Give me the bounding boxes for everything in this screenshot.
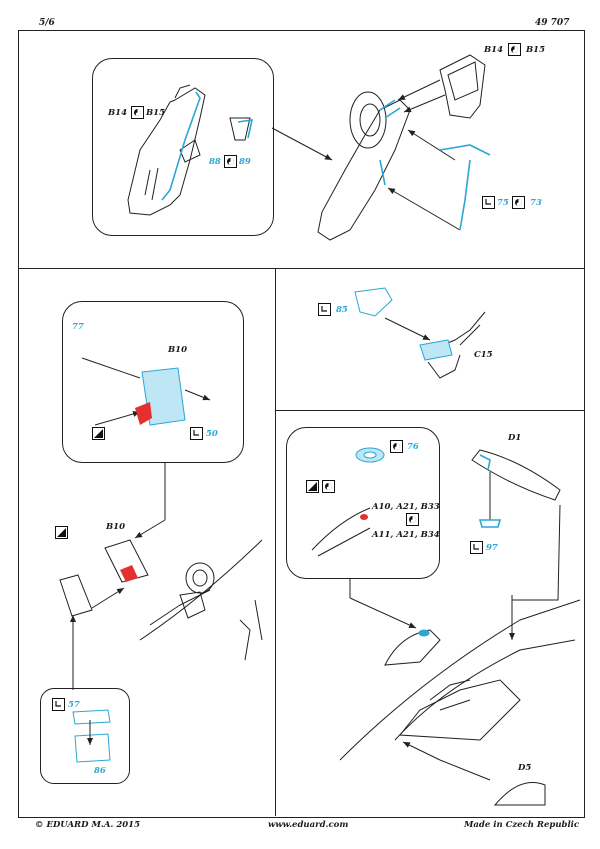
bend-icon bbox=[470, 541, 483, 554]
ref-b14: B14 bbox=[484, 45, 504, 55]
flip-side-icon bbox=[390, 440, 403, 453]
ref-b10: B10 bbox=[106, 522, 126, 532]
ref-b15: B15 bbox=[526, 45, 546, 55]
divider-vertical bbox=[275, 268, 276, 816]
inset-gear-detail bbox=[92, 58, 274, 236]
ref-a10-line: A10, A21, B33 bbox=[372, 502, 440, 512]
part-77: 77 bbox=[72, 322, 84, 332]
divider-horizontal bbox=[18, 268, 584, 269]
flip-side-icon bbox=[224, 155, 237, 168]
page-number: 5/6 bbox=[39, 18, 55, 28]
kit-code: 49 707 bbox=[535, 18, 570, 28]
part-75: 75 bbox=[497, 198, 509, 208]
part-76: 76 bbox=[407, 442, 419, 452]
instruction-frame bbox=[18, 30, 585, 818]
bend-icon bbox=[52, 698, 65, 711]
ref-d1: D1 bbox=[508, 433, 522, 443]
inset-door-detail bbox=[62, 301, 244, 463]
ref-c15: C15 bbox=[474, 350, 493, 360]
copyright: © EDUARD M.A. 2015 bbox=[35, 820, 140, 830]
flip-side-icon bbox=[406, 513, 419, 526]
paint-icon bbox=[92, 427, 105, 440]
ref-d5: D5 bbox=[518, 763, 532, 773]
part-88: 88 bbox=[209, 157, 221, 167]
part-86: 86 bbox=[94, 766, 106, 776]
flip-side-icon bbox=[322, 480, 335, 493]
paint-icon bbox=[55, 526, 68, 539]
part-85: 85 bbox=[336, 305, 348, 315]
bend-icon bbox=[482, 196, 495, 209]
inset-lens-detail bbox=[286, 427, 440, 579]
ref-b14-inset: B14 bbox=[108, 108, 128, 118]
inset-part-57 bbox=[40, 688, 130, 784]
divider-right bbox=[275, 410, 584, 411]
part-97: 97 bbox=[486, 543, 498, 553]
part-50: 50 bbox=[206, 429, 218, 439]
flip-side-icon bbox=[512, 196, 525, 209]
flip-side-icon bbox=[131, 106, 144, 119]
bend-icon bbox=[190, 427, 203, 440]
paint-icon bbox=[306, 480, 319, 493]
origin: Made in Czech Republic bbox=[464, 820, 580, 830]
part-57: 57 bbox=[68, 700, 80, 710]
part-89: 89 bbox=[239, 157, 251, 167]
ref-b10-inset: B10 bbox=[168, 345, 188, 355]
bend-icon bbox=[318, 303, 331, 316]
flip-side-icon bbox=[508, 43, 521, 56]
website: www.eduard.com bbox=[268, 820, 349, 830]
ref-a11-line: A11, A21, B34 bbox=[372, 530, 440, 540]
part-73: 73 bbox=[530, 198, 542, 208]
ref-b15-inset: B15 bbox=[146, 108, 166, 118]
